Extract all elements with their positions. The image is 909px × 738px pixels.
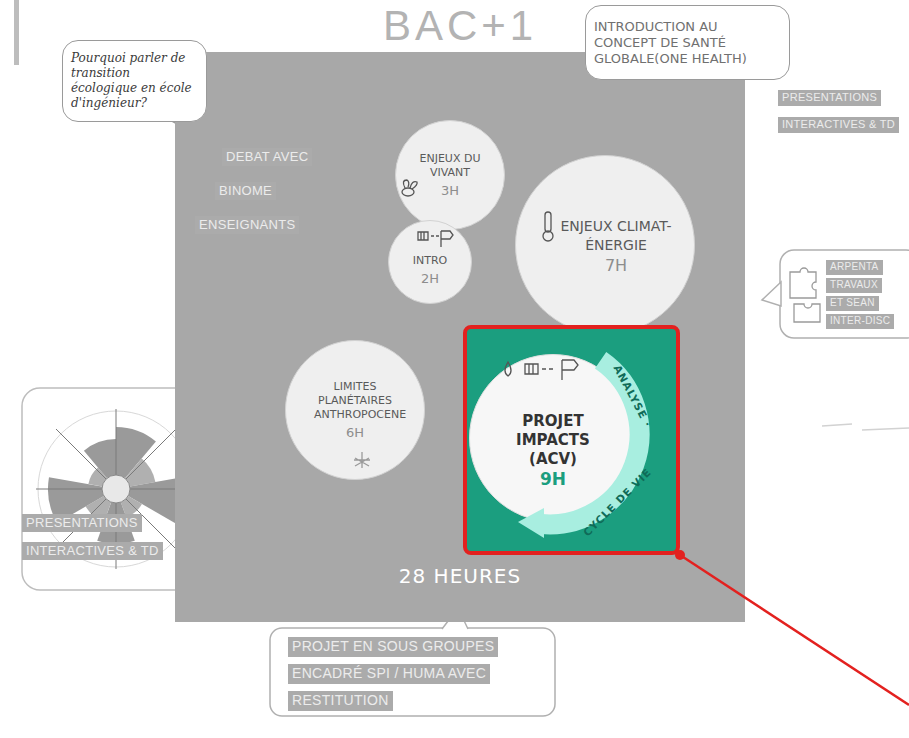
callout-box <box>270 628 555 716</box>
node-title: PROJET IMPACTS (ACV) <box>498 412 608 469</box>
cycle-arrowhead <box>518 508 544 538</box>
icons <box>354 180 578 468</box>
fist-icon <box>418 232 428 240</box>
highlight-label: BINOME <box>215 182 276 200</box>
highlight-label: PROJET EN SOUS GROUPES <box>288 637 498 657</box>
highlight-label: ENSEIGNANTS <box>195 216 299 234</box>
node-title: INTRODUCTION AU CONCEPT DE SANTÉ GLOBALE… <box>594 19 781 67</box>
module-circle: INTRO 2H <box>388 220 472 304</box>
speech-bubble: INTRODUCTION AU CONCEPT DE SANTÉ GLOBALE… <box>585 5 790 80</box>
highlight-label: ET SEAN <box>826 296 879 311</box>
sign-icon <box>542 360 578 380</box>
bee-icon <box>402 188 414 196</box>
margin-bar <box>14 0 19 65</box>
highlight-label: ARPENTA <box>826 260 883 275</box>
highlight-label: PRESENTATIONS <box>22 514 142 532</box>
node-subtext: 28 HEURES <box>175 564 745 588</box>
faint-stroke <box>822 424 909 430</box>
highlight-label: INTERACTIVES & TD <box>778 117 899 133</box>
node-subtext: 6H <box>346 424 364 441</box>
module-circle: LIMITES PLANÉTAIRES ANTHROPOCENE 6H <box>285 340 425 480</box>
radar-core <box>102 475 130 503</box>
node-subtext: 3H <box>441 182 459 199</box>
bubble-tail <box>762 282 781 306</box>
puzzle-piece <box>790 268 816 298</box>
highlight-label: PRESENTATIONS <box>778 90 881 106</box>
bee-wings <box>403 180 417 189</box>
thermometer-bulb <box>543 231 553 241</box>
course-circle: BAC+128 HEURESENJEUX DU VIVANT3HINTRO2HE… <box>175 52 745 622</box>
module-circle: ENJEUX CLIMAT-ÉNERGIE 7H <box>515 155 695 335</box>
thermometer-icon <box>545 212 551 232</box>
highlight-label: ENCADRÉ SPI / HUMA AVEC <box>288 664 490 684</box>
node-subtext: 2H <box>421 270 439 287</box>
highlight-label: DEBAT AVEC <box>222 148 312 166</box>
speech-bubble <box>780 250 909 338</box>
node-subtext: 7H <box>605 257 627 274</box>
node-title: Pourquoi parler de transition écologique… <box>71 51 198 111</box>
node-title: INTRO <box>413 254 448 268</box>
highlight-label: INTER-DISC <box>826 314 894 329</box>
speech-bubble: Pourquoi parler de transition écologique… <box>62 40 207 122</box>
drop-icon <box>505 362 511 376</box>
puzzle-piece <box>794 304 820 322</box>
burst-icon <box>354 452 370 468</box>
highlight-label: RESTITUTION <box>288 691 393 711</box>
highlight-label: INTERACTIVES & TD <box>22 542 163 560</box>
module-circle: ENJEUX DU VIVANT 3H <box>395 120 505 230</box>
node-subtext: 9H <box>540 471 566 488</box>
node-title: ENJEUX DU VIVANT <box>409 152 491 180</box>
leader-dot <box>675 550 685 560</box>
fist-icon <box>525 364 538 374</box>
cycle-arc <box>541 360 640 524</box>
highlight-box: ANALYSE ·CYCLE DE VIEPROJET IMPACTS (ACV… <box>463 325 680 555</box>
node-title: ENJEUX CLIMAT-ÉNERGIE <box>560 217 672 255</box>
highlight-label: TRAVAUX <box>826 278 882 293</box>
sign-icon <box>431 231 453 247</box>
leader-line <box>680 555 909 705</box>
node-title: LIMITES PLANÉTAIRES ANTHROPOCENE <box>314 380 396 422</box>
